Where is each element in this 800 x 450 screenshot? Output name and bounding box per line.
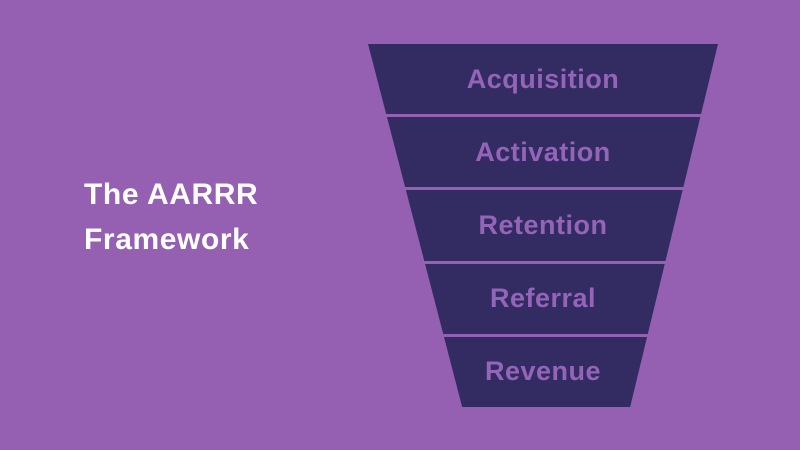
funnel-stage-label: Referral xyxy=(489,283,597,314)
funnel-stage-referral: Referral xyxy=(368,263,718,334)
funnel-stage-label: Acquisition xyxy=(466,63,620,94)
title-line-2: Framework xyxy=(84,223,250,256)
funnel-stage-acquisition: Acquisition xyxy=(368,44,718,115)
funnel-stage-label: Retention xyxy=(478,210,608,240)
funnel-stage-label: Activation xyxy=(475,136,611,167)
funnel-stage-retention: Retention xyxy=(368,190,718,261)
funnel-stage-revenue: Revenue xyxy=(368,336,718,407)
page-title: The AARRR Framework xyxy=(84,172,258,262)
title-line-1: The AARRR xyxy=(84,178,259,211)
aarrr-funnel: Acquisition Activation Retention Referra… xyxy=(368,44,718,407)
funnel-stage-activation: Activation xyxy=(368,117,718,188)
funnel-stage-label: Revenue xyxy=(484,356,602,387)
